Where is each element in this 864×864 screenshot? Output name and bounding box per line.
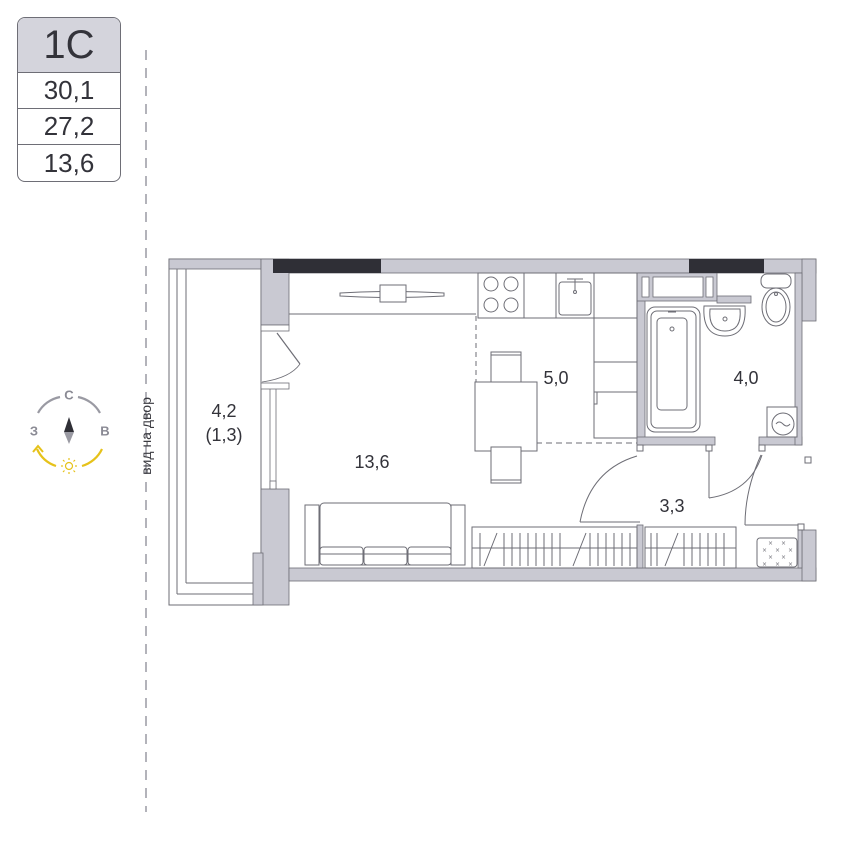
- compass-needle-icon: [64, 417, 74, 444]
- bathroom-sink-icon: [703, 305, 746, 337]
- apartment-type: 1С: [18, 18, 120, 73]
- wardrobe-left: [471, 526, 638, 569]
- bathroom-area: 4,0: [733, 368, 759, 388]
- walls: [252, 258, 817, 606]
- svg-text:×: ×: [762, 547, 767, 554]
- wardrobe-left-hangers: [479, 532, 631, 567]
- wardrobe-right: [644, 526, 737, 569]
- balcony-reduced-area: (1,3): [205, 425, 243, 445]
- bathtub-icon: [646, 306, 701, 433]
- room-balcony-label: 4,2 (1,3): [205, 399, 242, 447]
- compass-east-label: В: [100, 423, 110, 439]
- balcony-door: [260, 324, 301, 490]
- svg-text:×: ×: [768, 554, 773, 561]
- compass: [32, 395, 103, 468]
- hallway-area: 3,3: [659, 496, 685, 516]
- window-living: [273, 259, 381, 273]
- washing-machine-icon: [766, 406, 798, 438]
- kitchen-sink-icon: [558, 278, 592, 316]
- dining-table: [474, 351, 538, 484]
- svg-text:×: ×: [762, 561, 767, 568]
- view-label: вид на двор: [138, 397, 154, 475]
- total-area: 30,1: [18, 73, 120, 109]
- stove-icon: [483, 276, 519, 313]
- svg-text:×: ×: [775, 561, 780, 568]
- svg-text:×: ×: [768, 540, 773, 547]
- doors: [579, 444, 812, 531]
- apartment-info-card: 1С 30,1 27,2 13,6: [17, 17, 121, 182]
- balcony-area: 4,2: [211, 401, 237, 421]
- balcony: [168, 258, 262, 606]
- compass-west-label: З: [29, 423, 39, 439]
- living-room-area: 13,6: [354, 452, 390, 472]
- svg-text:×: ×: [775, 547, 780, 554]
- area-without-balcony: 27,2: [18, 109, 120, 145]
- window-bathroom: [689, 259, 764, 273]
- svg-text:×: ×: [781, 554, 786, 561]
- svg-text:×: ×: [781, 540, 786, 547]
- sofa: [304, 502, 466, 566]
- svg-text:×: ×: [788, 561, 793, 568]
- living-area: 13,6: [43, 147, 95, 178]
- compass-north-label: С: [64, 387, 74, 403]
- toilet-icon: [760, 273, 792, 327]
- sun-icon: [61, 458, 77, 474]
- door-mat: ×× ××× ×× ×××: [756, 537, 798, 568]
- wardrobe-right-hangers: [650, 532, 725, 567]
- svg-text:×: ×: [788, 547, 793, 554]
- kitchen-area: 5,0: [543, 368, 569, 388]
